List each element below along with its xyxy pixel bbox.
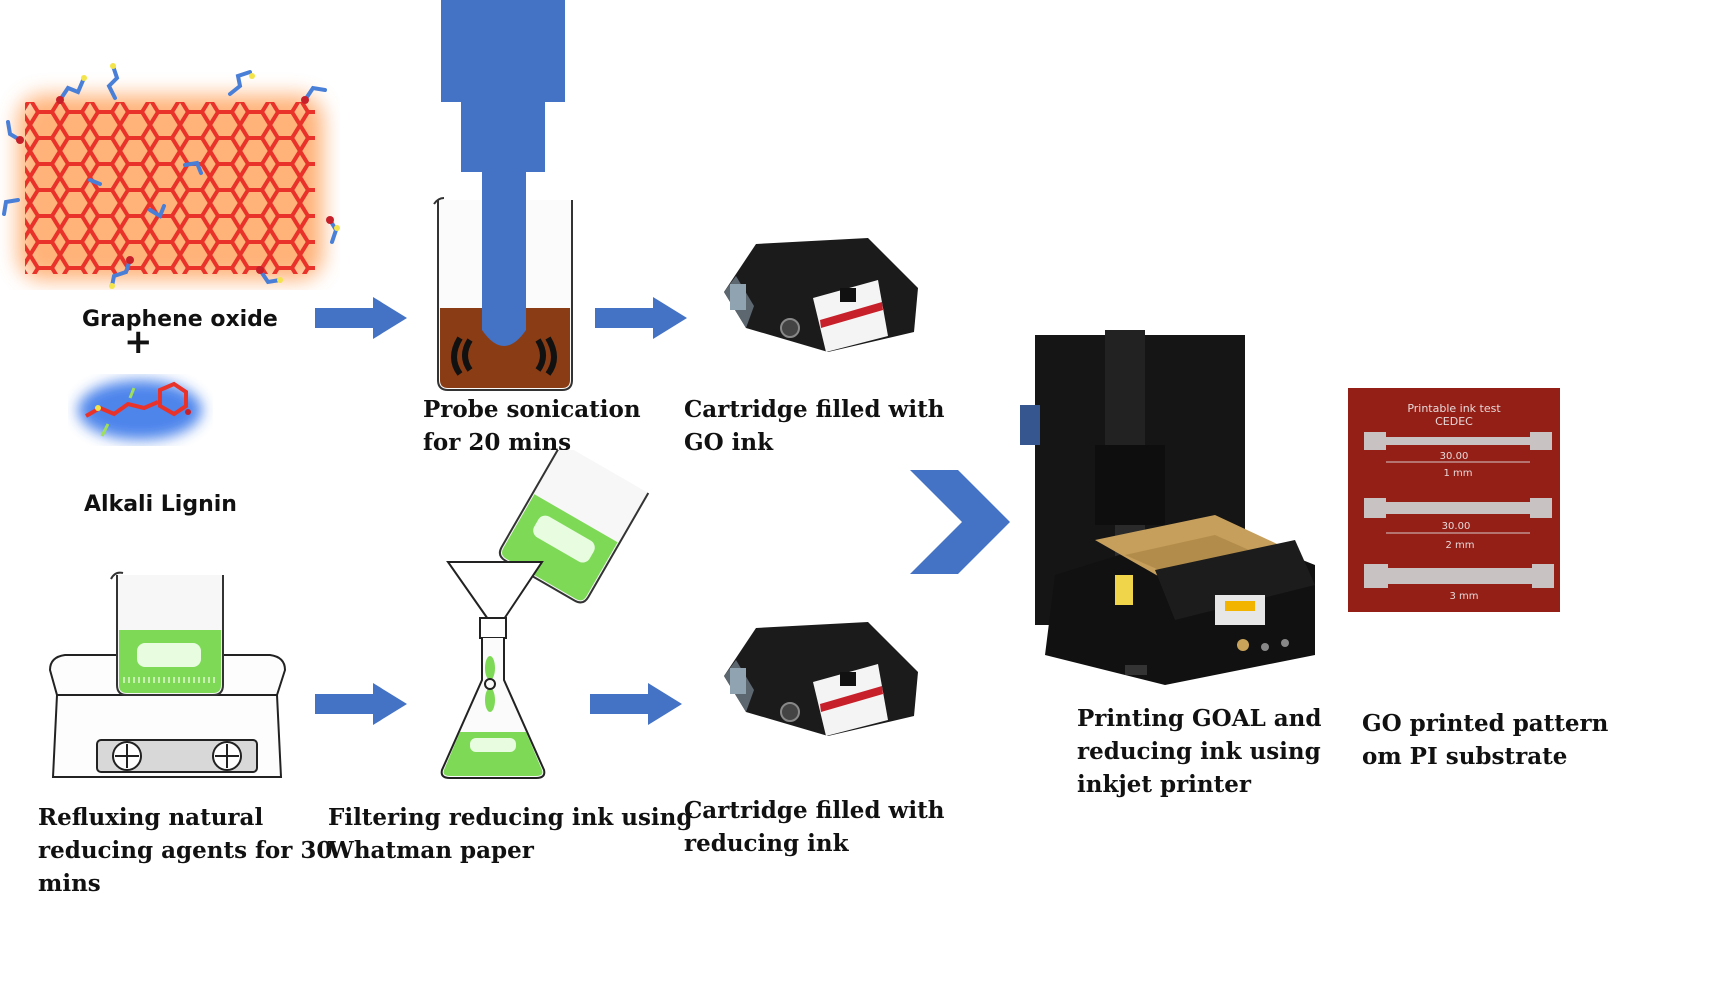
printing-line-2: reducing ink using — [1077, 738, 1321, 765]
cartridge-go-line-1: Cartridge filled with — [684, 396, 945, 423]
arrow-to-sonication — [315, 297, 407, 339]
arrow-to-cartridge-reducing — [590, 683, 682, 725]
probe-sonicator — [433, 0, 573, 391]
printed-pattern-line-2: om PI substrate — [1362, 743, 1568, 770]
printed-pattern-label: GO printed pattern om PI substrate — [1362, 707, 1608, 773]
refluxing-line-3: mins — [38, 870, 101, 897]
ink-cartridge-go — [724, 238, 918, 352]
photo-header-line-1: Printable ink test — [1407, 402, 1501, 415]
arrow-to-cartridge-go — [595, 297, 687, 339]
line-1-length: 30.00 — [1440, 451, 1469, 462]
refluxing-label: Refluxing natural reducing agents for 30… — [38, 801, 332, 900]
ink-cartridge-reducing — [724, 622, 918, 736]
plus-sign: + — [124, 322, 153, 362]
cartridge-reducing-line-1: Cartridge filled with — [684, 797, 945, 824]
cartridge-reducing-label: Cartridge filled with reducing ink — [684, 794, 944, 860]
refluxing-line-1: Refluxing natural — [38, 804, 264, 831]
photo-header-line-2: CEDEC — [1435, 415, 1473, 428]
filtering-line-2: Whatman paper — [328, 837, 534, 864]
filtering-flask-funnel — [440, 450, 650, 779]
alkali-lignin-molecule — [78, 380, 202, 440]
filtering-line-1: Filtering reducing ink using — [328, 804, 693, 831]
graphene-oxide-structure — [2, 63, 340, 289]
probe-sonication-label: Probe sonication for 20 mins — [423, 393, 641, 459]
printing-label: Printing GOAL and reducing ink using ink… — [1077, 702, 1321, 801]
cartridge-reducing-line-2: reducing ink — [684, 830, 849, 857]
probe-sonication-line-1: Probe sonication — [423, 396, 641, 423]
inkjet-printer-photo — [1020, 330, 1315, 685]
line-2-length: 30.00 — [1442, 521, 1471, 532]
chevron-to-printer — [910, 470, 1010, 574]
filtering-label: Filtering reducing ink using Whatman pap… — [328, 801, 692, 867]
line-1-width: 1 mm — [1443, 468, 1472, 479]
printed-substrate-photo: Printable ink test CEDEC 30.00 1 mm 30.0… — [1348, 388, 1560, 612]
printed-line-2: 30.00 2 mm — [1364, 498, 1552, 551]
probe-sonication-line-2: for 20 mins — [423, 429, 572, 456]
line-2-width: 2 mm — [1445, 540, 1474, 551]
alkali-lignin-label: Alkali Lignin — [84, 492, 237, 517]
printed-pattern-line-1: GO printed pattern — [1362, 710, 1609, 737]
arrow-to-filtering — [315, 683, 407, 725]
printed-line-1: 30.00 1 mm — [1364, 432, 1552, 479]
refluxing-line-2: reducing agents for 30 — [38, 837, 333, 864]
printed-line-3: 3 mm — [1364, 564, 1554, 602]
cartridge-go-label: Cartridge filled with GO ink — [684, 393, 944, 459]
printing-line-1: Printing GOAL and — [1077, 705, 1322, 732]
line-3-width: 3 mm — [1449, 591, 1478, 602]
cartridge-go-line-2: GO ink — [684, 429, 774, 456]
graphene-oxide-label: Graphene oxide — [82, 307, 278, 332]
printing-line-3: inkjet printer — [1077, 771, 1252, 798]
hot-plate-beaker — [48, 571, 287, 778]
